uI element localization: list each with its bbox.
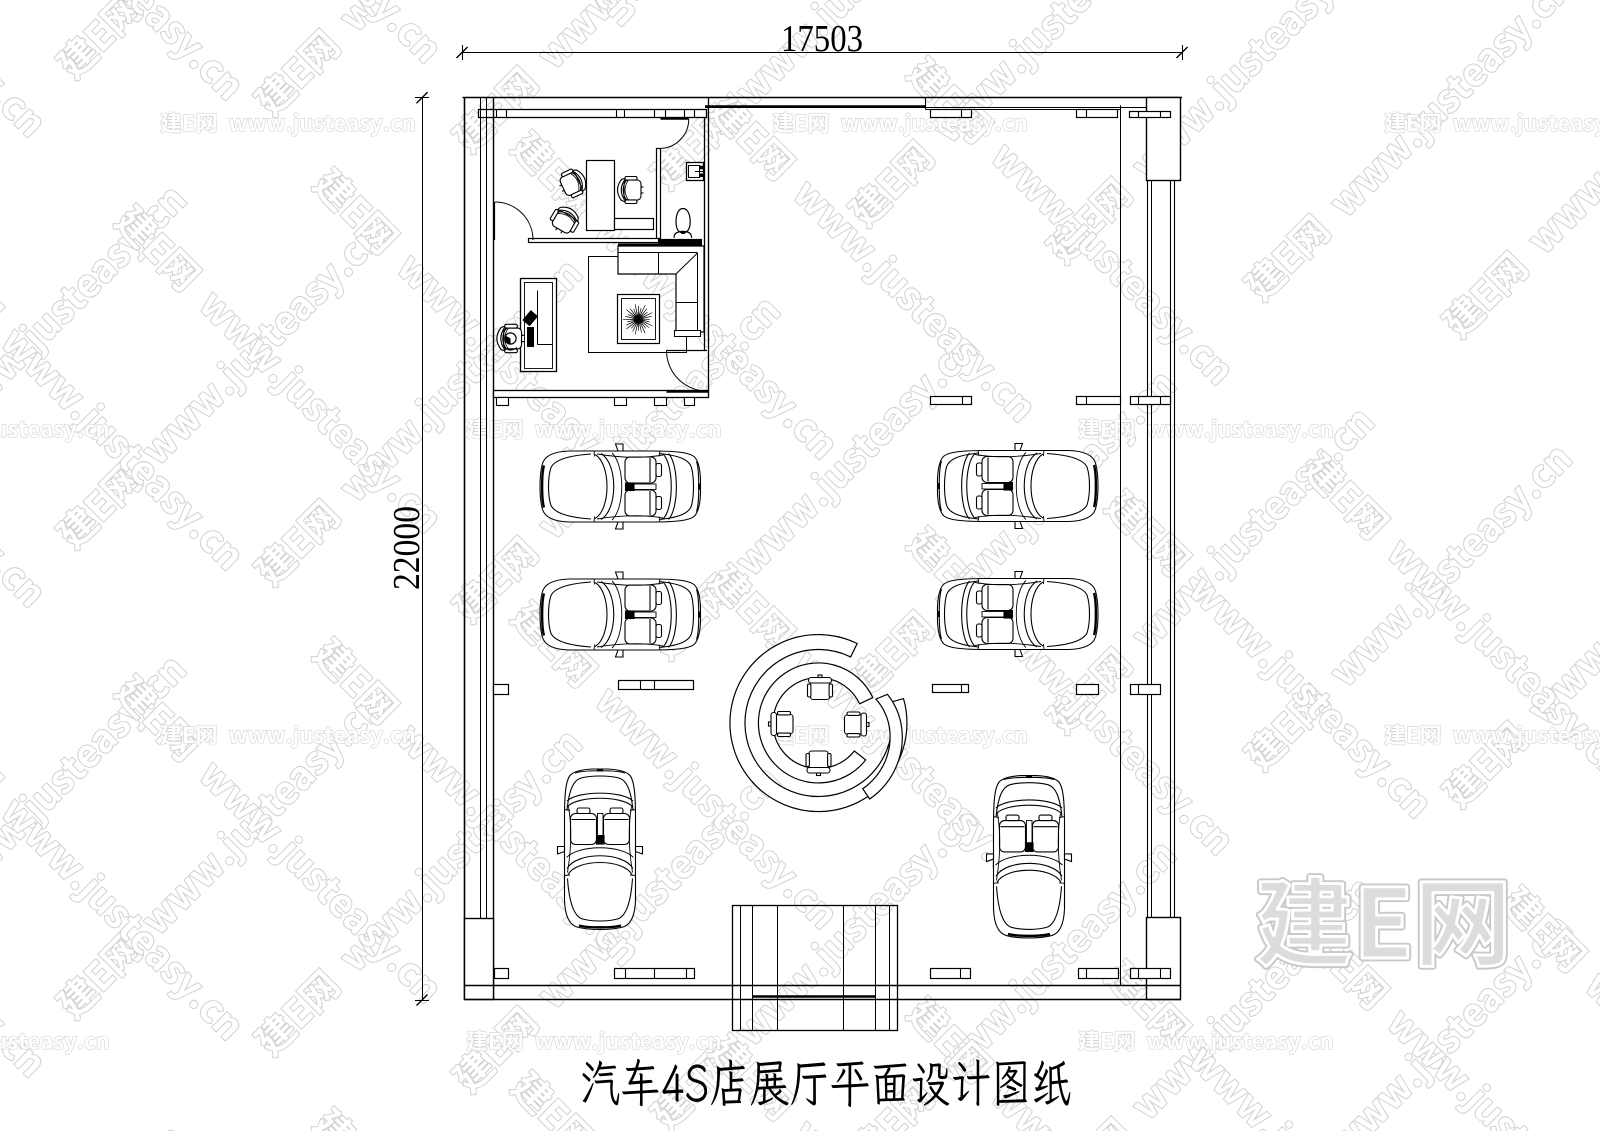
svg-text:22000: 22000 xyxy=(386,506,428,590)
svg-text:17503: 17503 xyxy=(781,18,863,60)
